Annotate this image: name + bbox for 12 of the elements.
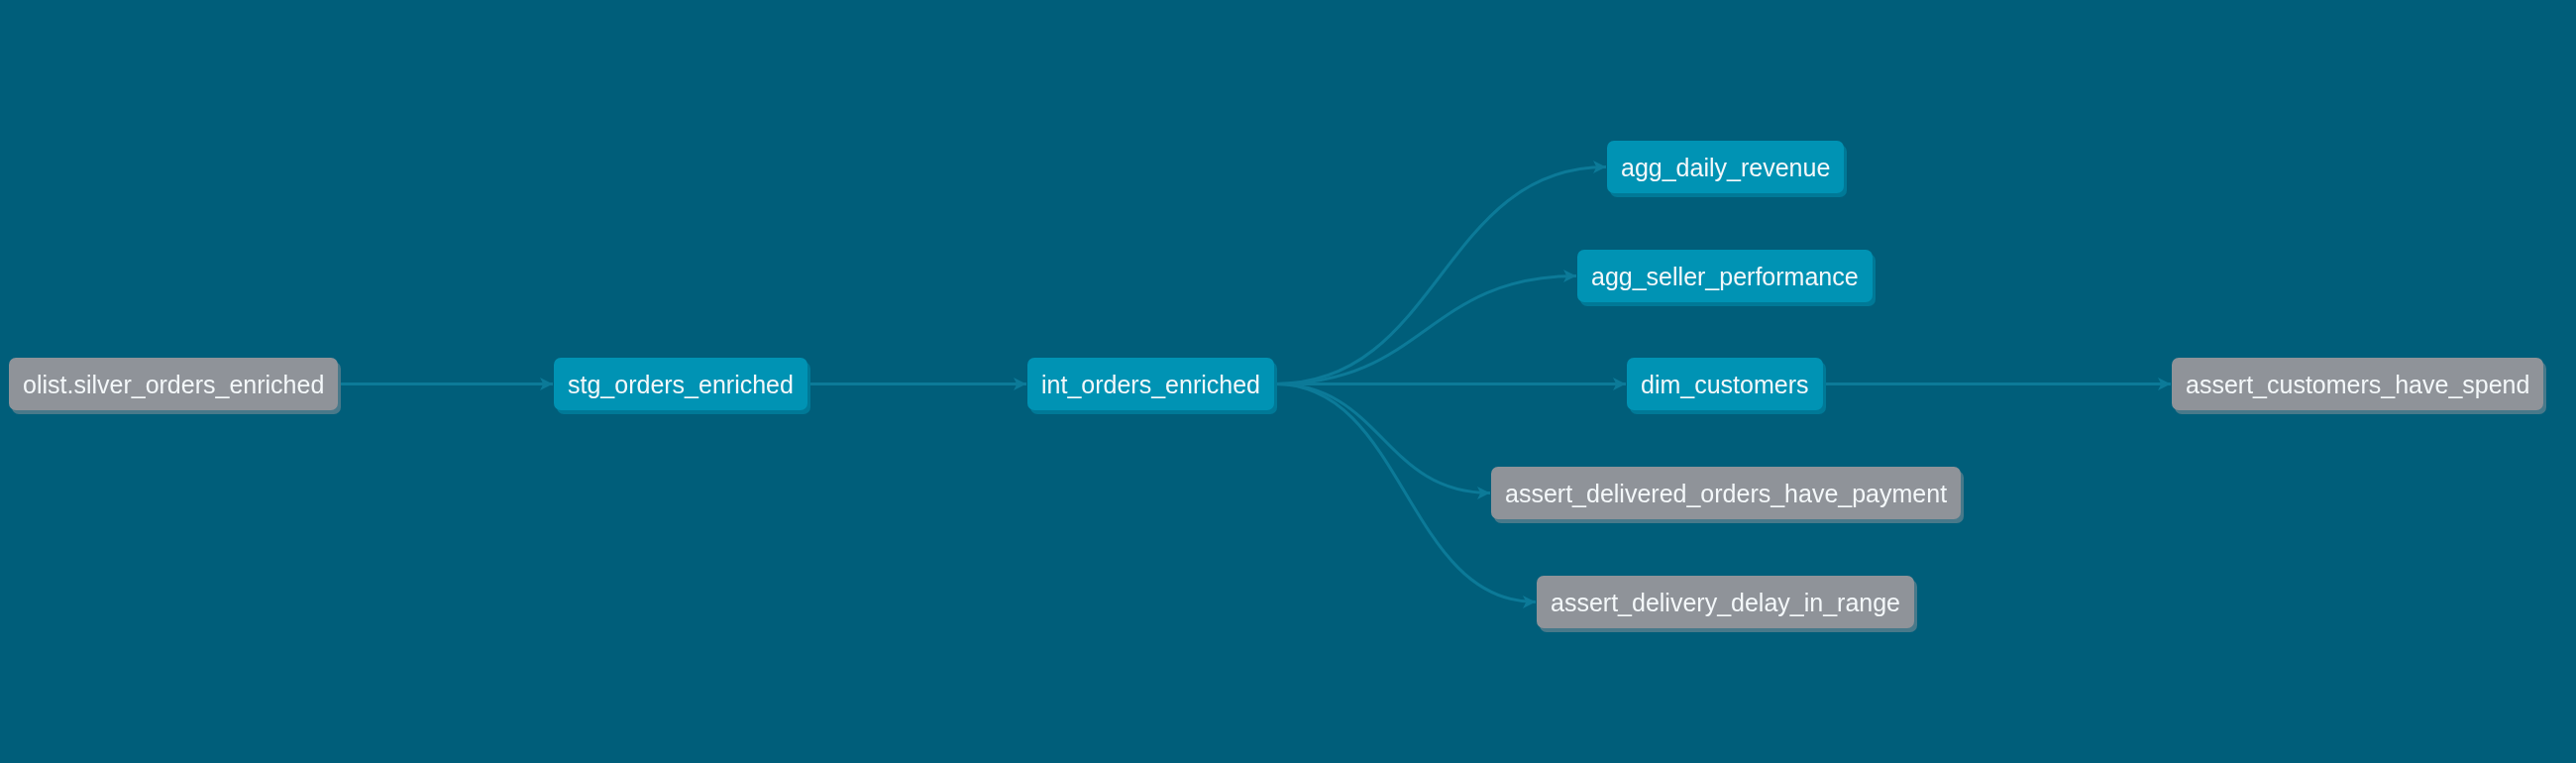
arrow	[1823, 378, 2171, 390]
node-label: dim_customers	[1641, 369, 1809, 399]
node-label: stg_orders_enriched	[568, 369, 794, 399]
node-label: olist.silver_orders_enriched	[23, 369, 325, 399]
node-label: assert_delivery_delay_in_range	[1551, 587, 1900, 617]
node-label: assert_customers_have_spend	[2186, 369, 2530, 399]
node-label: agg_daily_revenue	[1621, 152, 1831, 182]
node-label: int_orders_enriched	[1041, 369, 1260, 399]
arrow	[807, 378, 1026, 390]
arrow	[339, 378, 553, 390]
node-label: agg_seller_performance	[1591, 261, 1859, 291]
node-label: assert_delivered_orders_have_payment	[1505, 478, 1948, 508]
